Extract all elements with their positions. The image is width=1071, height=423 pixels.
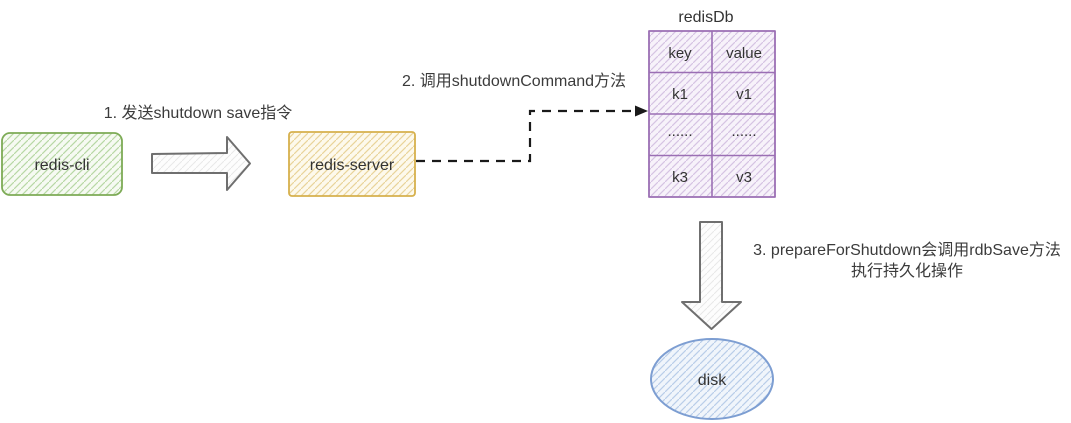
step3-line2: 执行持久化操作	[851, 262, 963, 280]
redisdb-cell-dots-key: ......	[667, 123, 692, 140]
redis-cli-label: redis-cli	[34, 157, 89, 174]
redisdb-title: redisDb	[678, 9, 733, 26]
redis-server-box[interactable]	[288, 131, 416, 197]
redisdb-cell-dots-value: ......	[731, 123, 756, 140]
redisdb-cell-v3: v3	[736, 169, 752, 186]
dashed-arrow-line[interactable]	[416, 109, 640, 163]
step3-label: 3. prepareForShutdown会调用rdbSave方法 执行持久化操…	[753, 241, 1061, 280]
redisdb-header-key: key	[668, 45, 692, 62]
redisdb-cell-k3: k3	[672, 169, 688, 186]
dashed-arrow[interactable]	[416, 105, 648, 163]
block-arrow-right-icon[interactable]	[151, 136, 251, 191]
redisdb-cell-v1: v1	[736, 86, 752, 103]
node-redis-cli[interactable]: redis-cli	[1, 132, 123, 196]
disk-ellipse[interactable]	[650, 338, 774, 420]
redisdb-table[interactable]: redisDb key value k1 v1 ...... ...... k3…	[648, 9, 776, 198]
disk-label: disk	[698, 372, 727, 389]
step1-label: 1. 发送shutdown save指令	[104, 104, 293, 122]
redis-cli-box[interactable]	[1, 132, 123, 196]
redisdb-header-value: value	[726, 45, 762, 62]
step3-line1: 3. prepareForShutdown会调用rdbSave方法	[753, 241, 1061, 259]
node-disk[interactable]: disk	[650, 338, 774, 420]
redis-server-label: redis-server	[310, 157, 395, 174]
step2-label: 2. 调用shutdownCommand方法	[402, 72, 626, 90]
redisdb-cell-k1: k1	[672, 86, 688, 103]
block-arrow-down-icon[interactable]	[681, 221, 742, 330]
dashed-arrowhead-icon	[635, 105, 648, 117]
node-redis-server[interactable]: redis-server	[288, 131, 416, 197]
